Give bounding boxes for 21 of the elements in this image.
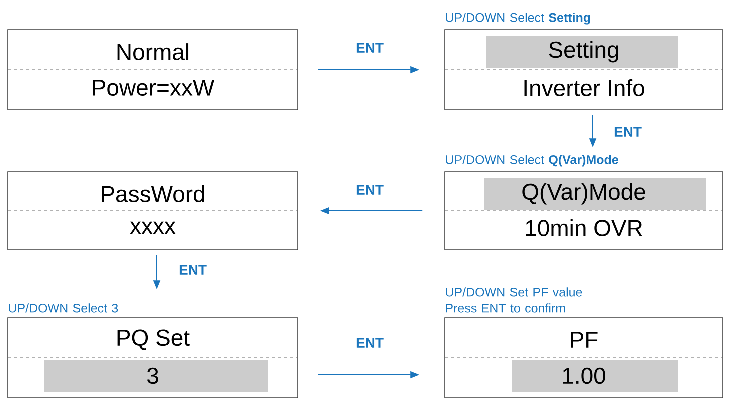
menu-item: Power=xxW — [93, 80, 215, 96]
highlighted-item: Setting — [486, 36, 678, 68]
menu-item: PQ Set — [118, 330, 190, 350]
menu-item: Normal — [118, 44, 189, 60]
edge-label: ENT — [355, 337, 385, 349]
menu-item: xxxx — [130, 222, 176, 234]
highlighted-item: 1.00 — [512, 360, 678, 392]
edge-label: ENT — [178, 264, 208, 276]
instruction-text: UP/DOWN Set PF value Press ENT to confirm — [446, 288, 582, 313]
instruction-text: UP/DOWN Select Setting — [446, 13, 590, 25]
instruction-text: UP/DOWN Select Q(Var)Mode — [446, 155, 618, 167]
edge-label: ENT — [355, 184, 385, 196]
highlighted-item: Q(Var)Mode — [484, 178, 706, 210]
menu-item: PassWord — [102, 186, 204, 202]
highlighted-item: 3 — [44, 360, 268, 392]
menu-item: PF — [571, 332, 598, 348]
edge-label: ENT — [355, 42, 385, 54]
menu-item: Inverter Info — [524, 80, 644, 96]
edge-label: ENT — [613, 126, 643, 138]
instruction-text: UP/DOWN Select 3 — [9, 304, 118, 313]
menu-item: 10min OVR — [526, 220, 642, 236]
